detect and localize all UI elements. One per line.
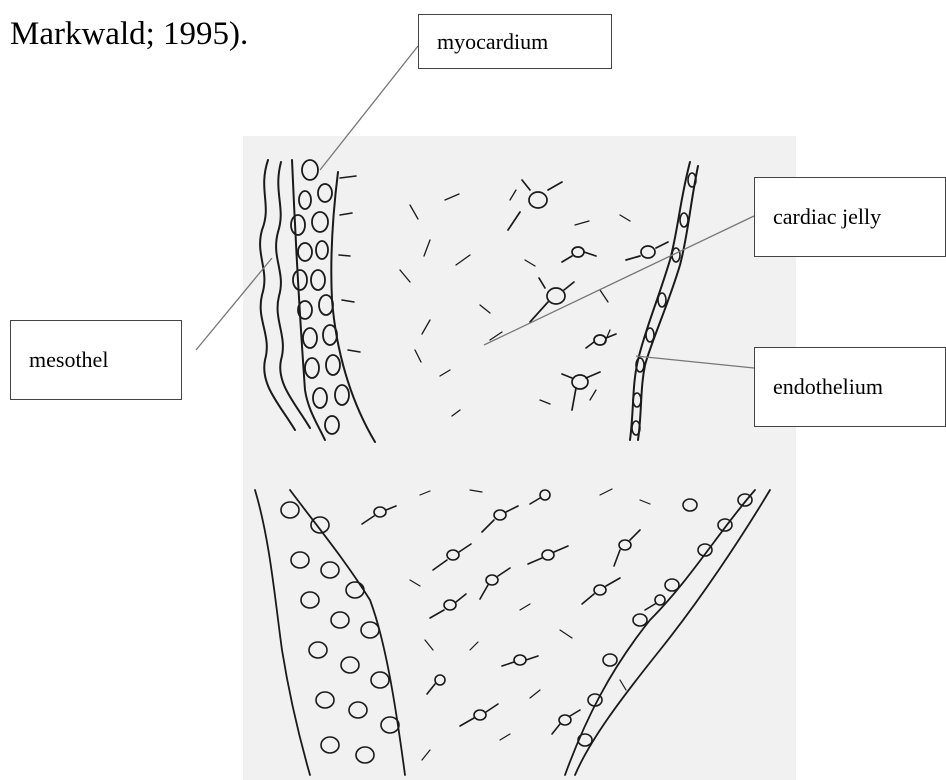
myocardium-nuclei [290, 159, 350, 435]
bottom-right-tissue-edge [574, 489, 771, 776]
leader-cardiac-jelly [483, 215, 755, 346]
leader-myocardium [319, 45, 419, 171]
bottom-right-nuclei [577, 493, 753, 747]
bottom-left-tissue-edge-2 [289, 489, 406, 776]
citation-text: Markwald; 1995). [10, 16, 249, 52]
myocardium-inner-edge [291, 159, 326, 441]
leader-lines [195, 45, 755, 369]
label-cardiac-jelly: cardiac jelly [754, 177, 946, 257]
label-myocardium: myocardium [418, 14, 612, 69]
bottom-panel [254, 488, 771, 776]
leader-mesothel [195, 257, 273, 351]
jelly-cells [507, 179, 669, 411]
drawing-paper [243, 136, 796, 780]
label-mesothel: mesothel [10, 320, 182, 400]
endothelium-layer-2 [637, 165, 699, 441]
endothelial-nuclei [631, 172, 697, 436]
top-panel [259, 159, 699, 443]
mesenchymal-cells [361, 489, 666, 735]
bottom-left-nuclei [280, 501, 400, 764]
mesothel-layer-inner [275, 161, 311, 429]
bottom-left-tissue-edge [254, 489, 311, 776]
bottom-fibres [409, 488, 651, 761]
mesothel-layer-outer [259, 159, 296, 431]
label-endothelium: endothelium [754, 347, 946, 427]
leader-endothelium [635, 355, 755, 369]
